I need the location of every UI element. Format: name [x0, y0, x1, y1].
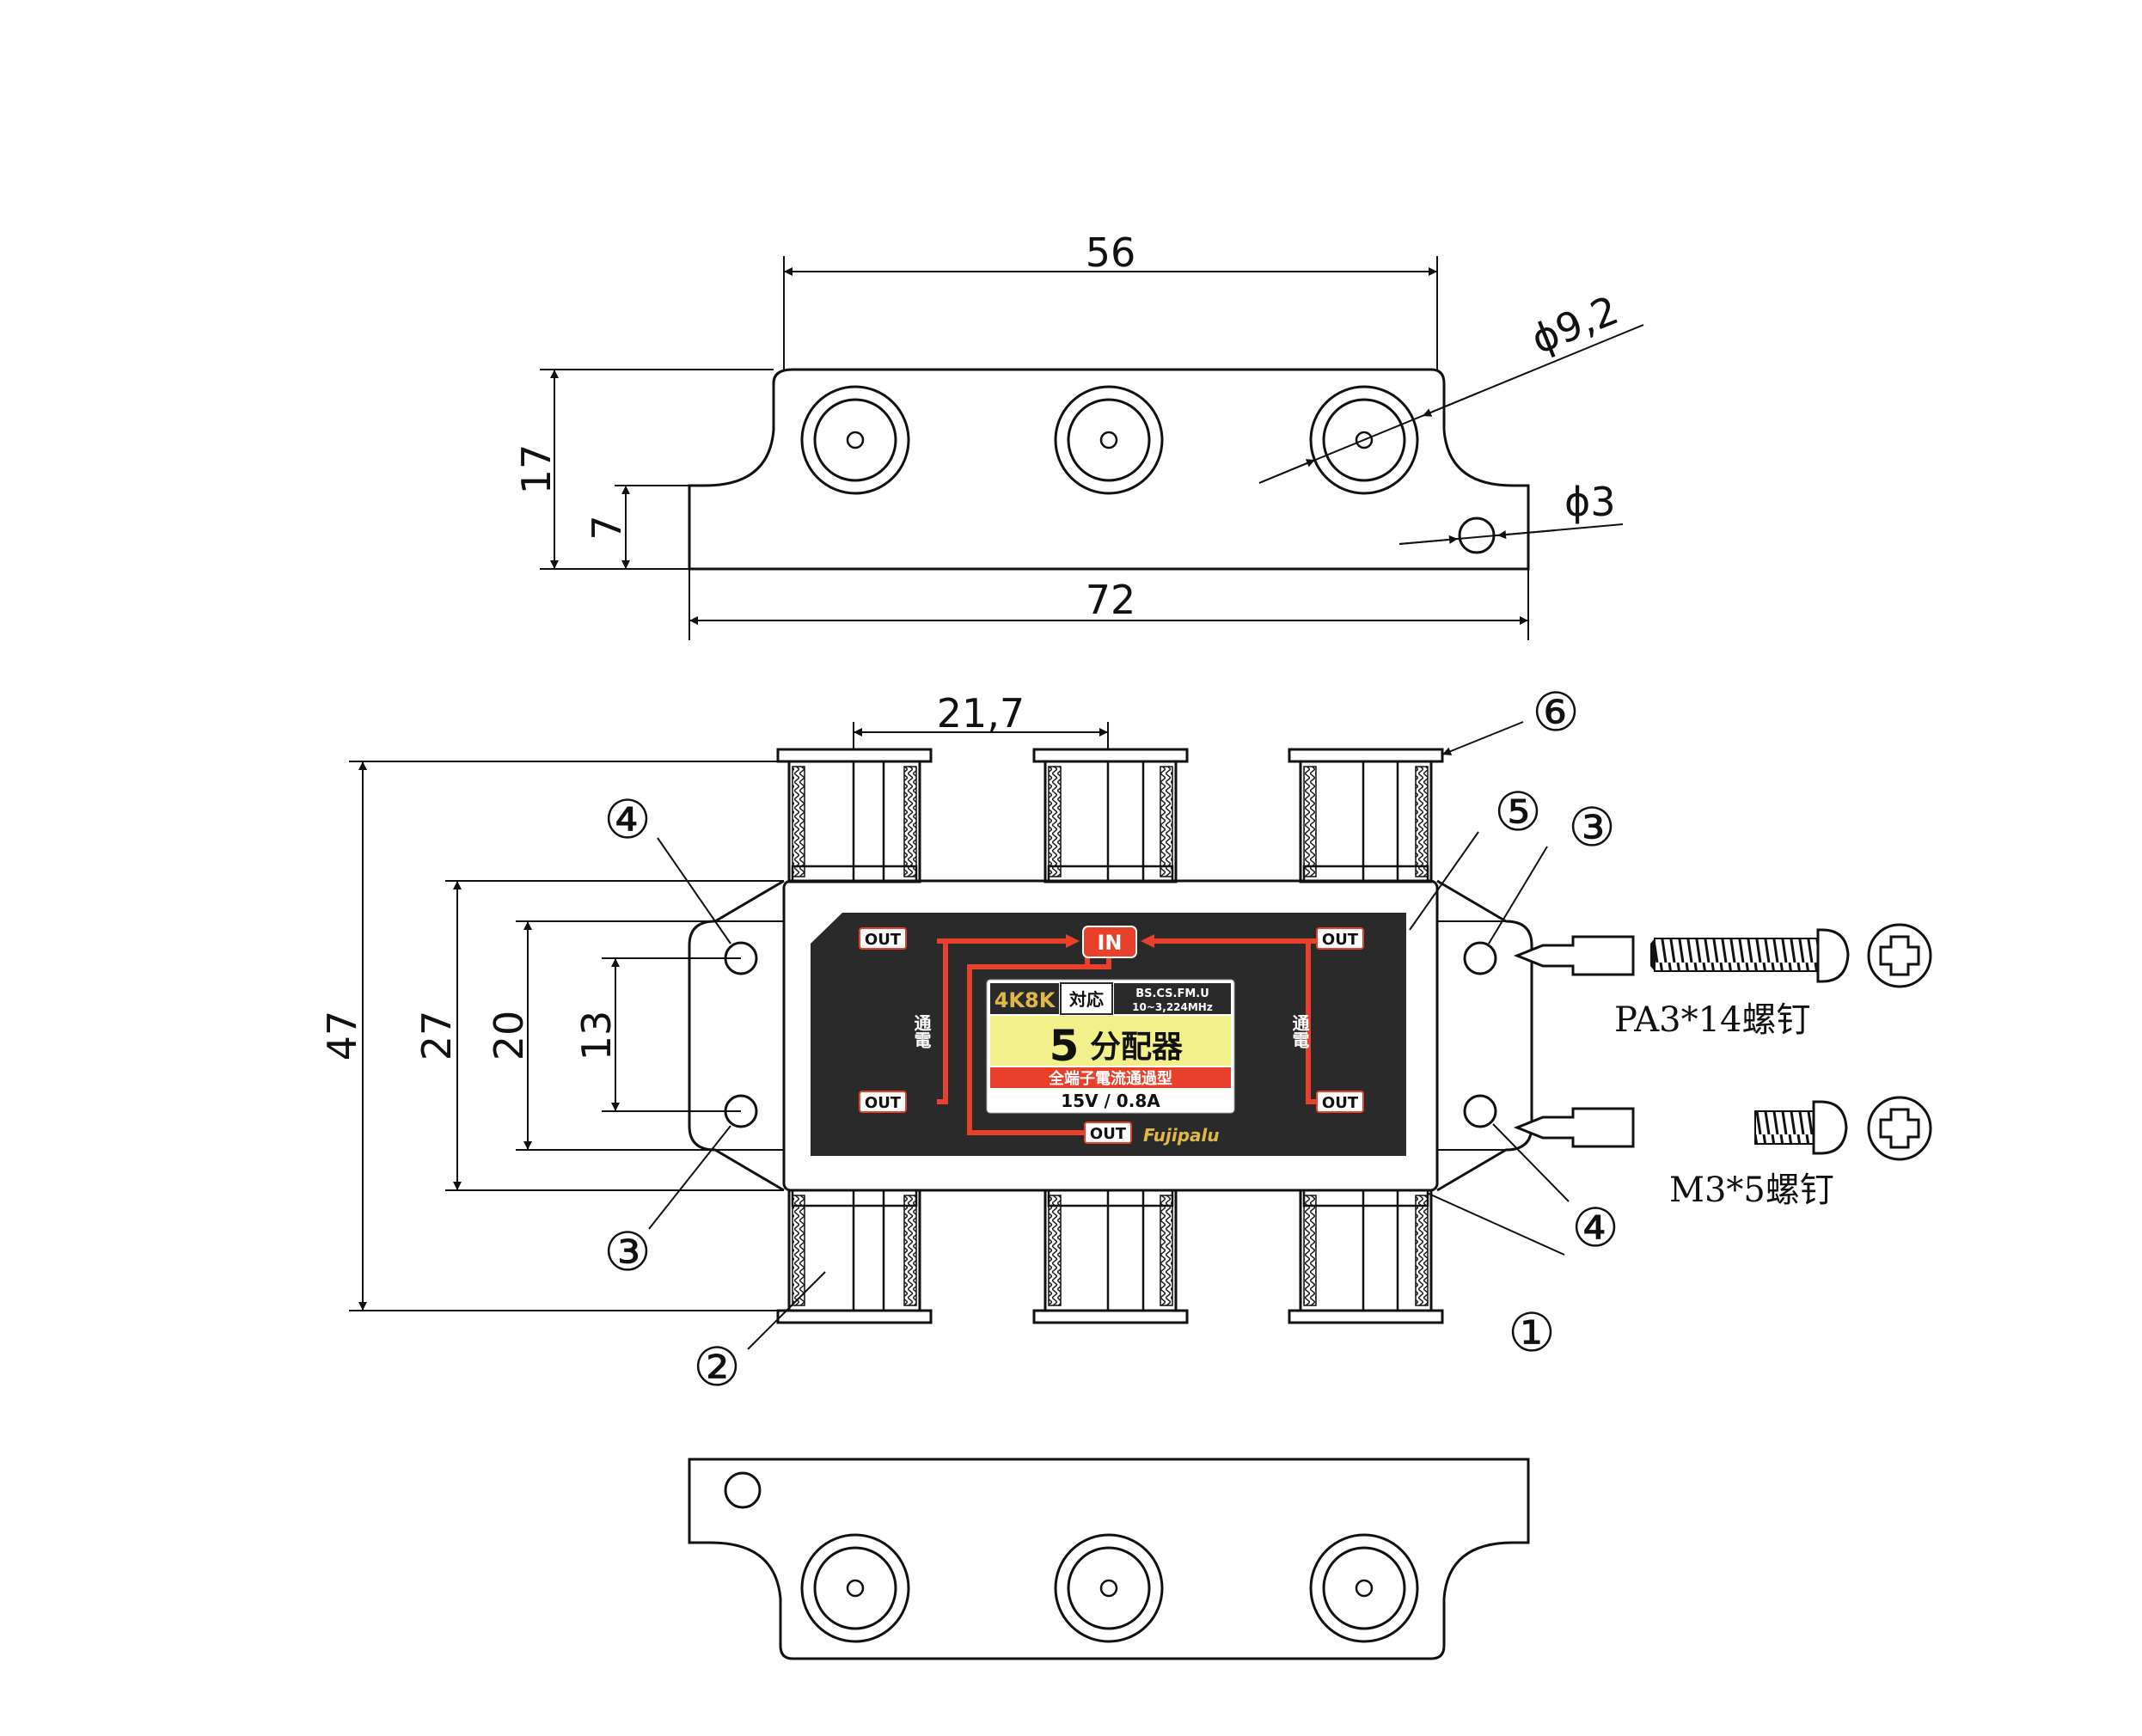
connector-bottom-3: [1288, 1189, 1444, 1324]
connector-top-2: [1032, 748, 1189, 883]
main-title-number: 5: [1050, 1021, 1080, 1071]
bottom-port-3: [1309, 1533, 1419, 1643]
top-view: 56 ϕ9,2 17 7 ϕ3 72: [513, 229, 1644, 640]
connector-top-1: [776, 748, 933, 883]
badge-4k8k: 4K8K: [994, 988, 1056, 1012]
arrow-left-icon: [1513, 1107, 1635, 1148]
front-view: OUT OUT OUT OUT OUT IN 通電 通電 4K8K 対応 BS.…: [319, 681, 1619, 1398]
top-port-3: [1309, 385, 1419, 495]
callout-3-left: ③: [603, 1220, 652, 1283]
connector-bottom-2: [1032, 1189, 1189, 1324]
screw-pa3x14: PA3*14螺钉: [1513, 923, 1932, 1040]
screw-thread: [1654, 938, 1819, 972]
dim-27-text: 27: [413, 1011, 460, 1061]
in-label: IN: [1097, 931, 1122, 955]
side-label-left: 通電: [911, 1014, 932, 1048]
callout-1: ①: [1508, 1301, 1556, 1364]
bottom-port-2: [1054, 1533, 1164, 1643]
out-label-bottom-left: OUT: [865, 1094, 902, 1112]
brand-logo: Fujipalu: [1143, 1125, 1220, 1146]
top-port-2: [1054, 385, 1164, 495]
dim-72-text: 72: [1086, 577, 1136, 623]
bottom-port-1: [800, 1533, 910, 1643]
callout-4-left: ④: [603, 788, 652, 851]
left-flange: [688, 879, 785, 1192]
right-flange: [1436, 879, 1533, 1192]
screw-head: [1812, 1100, 1848, 1155]
dim-217-text: 21,7: [937, 690, 1025, 737]
screw-head: [1816, 928, 1850, 983]
dim-20-text: 20: [486, 1011, 532, 1061]
product-label: OUT OUT OUT OUT OUT IN 通電 通電 4K8K 対応 BS.…: [811, 913, 1406, 1156]
callout-4-right: ④: [1571, 1196, 1619, 1259]
dim-phi3-text: ϕ3: [1564, 479, 1616, 525]
in-badge: [1082, 926, 1137, 958]
out-label-bottom-right: OUT: [1322, 1094, 1359, 1112]
bottom-view-outline: [688, 1458, 1530, 1660]
connector-top-3: [1288, 748, 1444, 883]
side-label-right: 通電: [1289, 1014, 1310, 1048]
main-title: 分配器: [1090, 1030, 1184, 1065]
dim-7-text: 7: [584, 515, 630, 540]
callout-leaders: [648, 721, 1570, 1350]
sub-title: 全端子電流通過型: [1048, 1069, 1172, 1088]
screw-m3x5: M3*5螺钉: [1513, 1096, 1932, 1210]
screw-thread: [1754, 1110, 1815, 1145]
in-arrows: [1066, 934, 1154, 948]
spec-frequency: 10~3,224MHz: [1132, 1001, 1213, 1013]
arrow-left-icon: [1513, 935, 1635, 976]
out-label-top-left: OUT: [865, 931, 902, 949]
flange-hole-bottom-right: [1463, 1094, 1497, 1128]
flange-hole-top-right: [1463, 941, 1497, 975]
dim-56-text: 56: [1086, 229, 1136, 276]
badge-taiou: 対応: [1068, 989, 1104, 1010]
callout-6: ⑥: [1532, 681, 1580, 743]
dim-13-text: 13: [573, 1011, 620, 1061]
out-label-bottom: OUT: [1090, 1125, 1127, 1143]
callout-3-right: ③: [1568, 796, 1616, 859]
callout-5: ⑤: [1494, 780, 1542, 843]
callout-2: ②: [693, 1336, 741, 1398]
spec-bands: BS.CS.FM.U: [1135, 987, 1209, 1000]
out-label-top-right: OUT: [1322, 931, 1359, 949]
signal-lines: [937, 938, 1317, 1135]
phillips-head-icon: [1867, 923, 1932, 988]
connector-bottom-1: [776, 1189, 933, 1324]
m3-screw-label: M3*5螺钉: [1669, 1171, 1834, 1210]
bottom-view: [688, 1458, 1530, 1660]
pa-screw-label: PA3*14螺钉: [1614, 1000, 1810, 1040]
rating: 15V / 0.8A: [1061, 1091, 1160, 1111]
bottom-mount-hole: [724, 1471, 762, 1509]
phillips-head-icon: [1867, 1096, 1932, 1161]
top-port-1: [800, 385, 910, 495]
dim-47-text: 47: [319, 1011, 365, 1061]
dim-17-text: 17: [513, 444, 560, 495]
dim-phi92-text: ϕ9,2: [1525, 286, 1625, 363]
